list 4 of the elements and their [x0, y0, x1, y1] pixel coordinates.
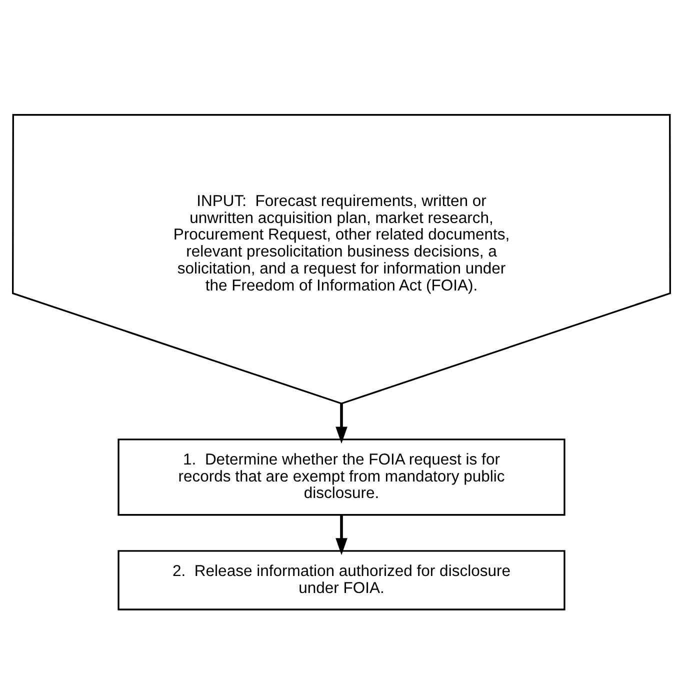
- node-box: 1. Determine whether the FOIA request is for records that are exempt from mandatory public disclosure.: [118, 438, 566, 516]
- arrow: [336, 404, 348, 444]
- node-box: 2. Release information authorized for disclosure under FOIA.: [118, 550, 566, 610]
- arrow: [336, 514, 348, 556]
